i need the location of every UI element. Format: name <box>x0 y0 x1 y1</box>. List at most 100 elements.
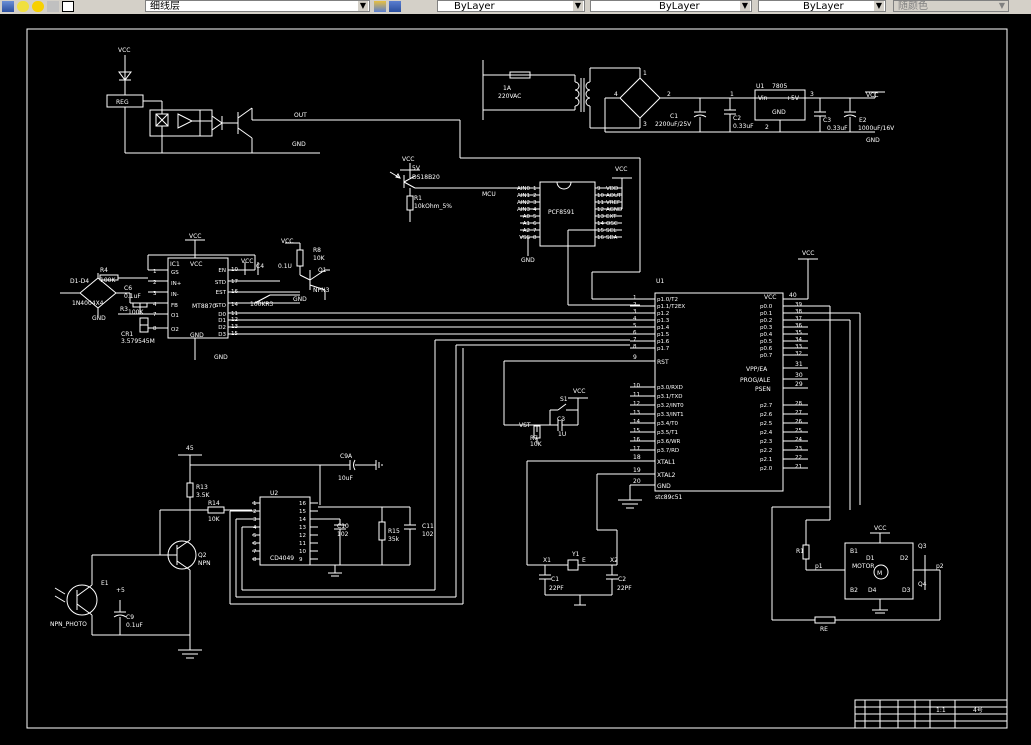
lineweight-control[interactable]: ByLayer ▼ <box>758 0 886 12</box>
npn-photo-label: NPN_PHOTO <box>50 621 87 628</box>
r3-label: R3 <box>120 306 128 313</box>
c1-xtal-label: C1 <box>551 576 559 583</box>
mcu-pin-number: 10 <box>633 383 640 389</box>
v45-label: 45 <box>186 445 194 452</box>
u2-pin-number: 6 <box>253 541 257 547</box>
plotstyle-control-label: 随颜色 <box>898 1 928 12</box>
r13-label: R13 <box>196 484 208 491</box>
vin-label: Vin <box>758 95 768 102</box>
u2-pin-number: 4 <box>253 525 257 531</box>
u2-pin-number: 1 <box>253 501 257 507</box>
rst-pin-num: 9 <box>633 354 637 361</box>
c9-value: 0.1uF <box>126 622 143 629</box>
mcu-pin-number: 39 <box>795 302 802 308</box>
r8-value: 10K <box>313 255 326 262</box>
vcc-ds-label: VCC <box>402 156 414 163</box>
plotstyle-control[interactable]: 随颜色 ▼ <box>893 0 1009 12</box>
mcu-gnd-label: GND <box>657 483 671 490</box>
mcu-pin-name: p3.3/INT1 <box>657 412 684 418</box>
r13-value: 3.5K <box>196 492 211 499</box>
p2-label: p2 <box>936 563 944 570</box>
bridge-pin2: 2 <box>667 91 671 98</box>
plus5-label: +5 <box>116 587 125 594</box>
mt8870-pin-number: 12 <box>231 317 238 323</box>
gnd-reg-label: GND <box>772 109 786 116</box>
color-control[interactable]: ByLayer ▼ <box>437 0 585 12</box>
mcu-pin-number: 33 <box>795 344 802 350</box>
chevron-down-icon: ▼ <box>740 1 750 11</box>
layer-dropdown[interactable]: 细线层 ▼ <box>145 0 370 12</box>
x2-label: X2 <box>610 557 618 564</box>
e2-value: 1000uF/16V <box>858 125 895 132</box>
vcc-ps-label: VCC <box>866 92 878 99</box>
d2-label: D2 <box>900 555 909 562</box>
r3-value: 100K <box>128 309 144 316</box>
r14-value: 10K <box>208 516 221 523</box>
xtal2-label: XTAL2 <box>657 472 676 479</box>
mcu-pin-number: 16 <box>633 437 640 443</box>
r1-value: 10kOhm_5% <box>414 203 452 210</box>
npn-label: NPN <box>198 560 211 567</box>
mt8870-pin-number: 4 <box>153 302 157 308</box>
vst-label: VST <box>519 422 531 429</box>
mcu-pin-name: p2.1 <box>760 457 772 463</box>
c4-label: C4 <box>256 263 264 270</box>
mcu-pin-name: p3.1/TXD <box>657 394 682 400</box>
c6-label: C6 <box>124 285 132 292</box>
mcu-pin-name: p2.3 <box>760 439 773 445</box>
make-current-icon[interactable] <box>374 1 386 12</box>
mcu-pin-number: 13 <box>633 410 640 416</box>
r15-value: 35k <box>388 536 400 543</box>
reg-pin1: 1 <box>730 91 734 98</box>
mt8870-pin-number: 1 <box>153 269 157 275</box>
adc-pin-name: AOUT <box>606 193 622 199</box>
adc-pin-number: 13 <box>597 214 604 220</box>
c3-rst-label: C3 <box>557 416 565 423</box>
mcu-pin-number: 17 <box>633 446 640 452</box>
mt8870-pin-name: IN+ <box>171 281 182 287</box>
c2-xtal-label: C2 <box>618 576 626 583</box>
vcc-mt-label: VCC <box>189 233 201 240</box>
s1-label: S1 <box>560 396 568 403</box>
mcu-pin-name: p2.6 <box>760 412 773 418</box>
d1d4-label: D1-D4 <box>70 278 89 285</box>
mcu-pin-name: p3.4/T0 <box>657 421 678 427</box>
q2-label: Q2 <box>198 552 207 559</box>
u1-mcu-label: U1 <box>656 278 664 285</box>
adc-pin-name: A1 <box>523 221 530 227</box>
r15-label: R15 <box>388 528 400 535</box>
mcu-pin-name: p3.5/T1 <box>657 430 678 436</box>
schematic-drawing: VCC REG OUT GND 1A 220VAC C1 2200uF/25V … <box>26 28 1008 729</box>
drawing-canvas[interactable]: VCC REG OUT GND 1A 220VAC C1 2200uF/25V … <box>0 14 1031 741</box>
xtal1-pin-num: 18 <box>633 454 641 461</box>
adc-pin-name: A2 <box>523 228 530 234</box>
lock-icon[interactable] <box>47 1 59 12</box>
adc-pin-name: AIN2 <box>517 200 530 206</box>
adc-pin-name: AIN1 <box>517 193 530 199</box>
mcu-pin-name: p0.5 <box>760 339 773 345</box>
adc-pin-name: AGND <box>606 207 622 213</box>
adc-pin-number: 9 <box>597 186 601 192</box>
lightbulb-icon[interactable] <box>17 1 29 12</box>
r14-label: R14 <box>208 500 220 507</box>
mcu-pin-name: p1.4 <box>657 325 670 331</box>
mcu-pin-number: 35 <box>795 330 802 336</box>
color-swatch-icon[interactable] <box>62 1 74 12</box>
u2-pin-number: 15 <box>299 509 306 515</box>
b2-label: B2 <box>850 587 858 594</box>
c11-label: C11 <box>422 523 434 530</box>
layers-icon[interactable] <box>2 1 14 12</box>
linetype-control[interactable]: ByLayer ▼ <box>590 0 752 12</box>
tone-resistor-label: 100KR3 <box>250 301 274 308</box>
sun-icon[interactable] <box>32 1 44 12</box>
u2-pin-number: 11 <box>299 541 306 547</box>
layer-previous-icon[interactable] <box>389 1 401 12</box>
c9-label: C9 <box>126 614 134 621</box>
bridge-pin1: 1 <box>643 70 647 77</box>
x1-label: X1 <box>543 557 551 564</box>
gnd-ic1-label: GND <box>190 332 204 339</box>
rst-label: RST <box>657 359 669 366</box>
u2-pin-number: 12 <box>299 533 306 539</box>
mcu-pin-number: 23 <box>795 446 802 452</box>
c1-xtal-value: 22PF <box>549 585 564 592</box>
